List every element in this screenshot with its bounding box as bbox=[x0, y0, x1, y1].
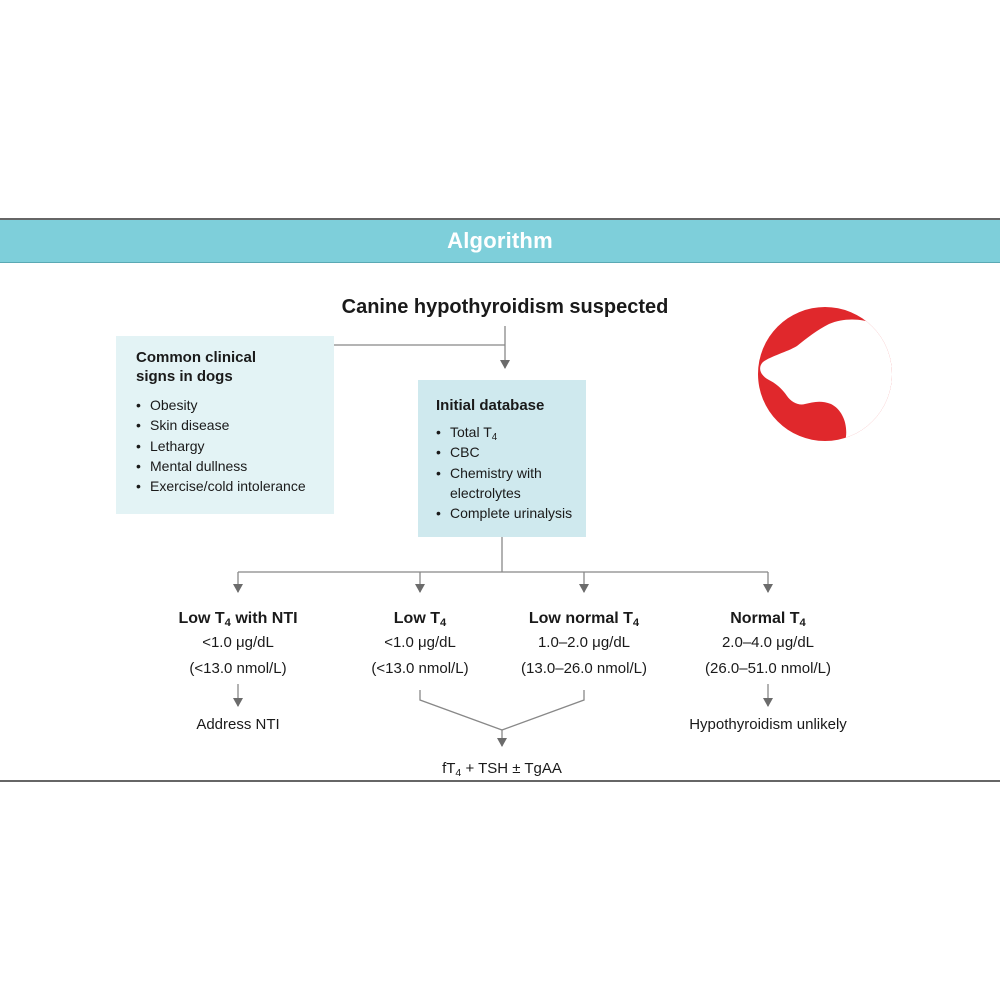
final-text-rest: + TSH ± TgAA bbox=[461, 760, 562, 777]
level-range-nmol: (26.0–51.0 nmol/L) bbox=[705, 660, 831, 677]
level-range-ug: 2.0–4.0 μg/dL bbox=[721, 634, 815, 651]
main-title: Canine hypothyroidism suspected bbox=[341, 296, 669, 318]
item-text-continued: electrolytes bbox=[450, 484, 521, 501]
final-subscript: 4 bbox=[455, 767, 462, 779]
level-title-low-normal-t4: Low normal T4 bbox=[528, 610, 640, 629]
level-range-ug: <1.0 μg/dL bbox=[384, 634, 456, 651]
algorithm-frame bbox=[0, 218, 1000, 782]
initial-database-title: Initial database bbox=[436, 397, 545, 414]
item-subscript: 4 bbox=[491, 432, 498, 443]
item-text: Chemistry with bbox=[450, 464, 542, 481]
list-item: Chemistry with electrolytes bbox=[436, 463, 572, 504]
item-text: CBC bbox=[450, 444, 480, 461]
list-item: Skin disease bbox=[136, 415, 306, 436]
list-item: Obesity bbox=[136, 395, 306, 416]
list-item: Complete urinalysis bbox=[436, 503, 573, 524]
level-title-text: Low T bbox=[393, 610, 440, 627]
level-title-text: Normal T bbox=[730, 610, 800, 627]
final-test-panel: fT4 + TSH ± TgAA bbox=[442, 760, 562, 779]
final-text: fT bbox=[442, 760, 456, 777]
level-title-text: Low T bbox=[178, 610, 225, 627]
clinical-signs-box: Common clinical signs in dogs Obesity Sk… bbox=[116, 336, 334, 514]
clinical-signs-title-line2: signs in dogs bbox=[136, 368, 233, 385]
header-bar bbox=[0, 220, 1000, 263]
item-text: Complete urinalysis bbox=[450, 505, 573, 522]
level-title-suffix: with NTI bbox=[230, 610, 298, 627]
clinical-signs-title-line1: Common clinical bbox=[136, 349, 257, 366]
level-range-nmol: (13.0–26.0 nmol/L) bbox=[521, 660, 647, 677]
initial-database-list: Total T4 CBC Chemistry withelectrolytes … bbox=[436, 422, 573, 524]
level-range-nmol: (<13.0 nmol/L) bbox=[371, 660, 469, 677]
clinical-signs-title: Common clinical signs in dogs bbox=[136, 348, 256, 386]
initial-database-box: Initial database Total T4 CBC Chemistry … bbox=[418, 380, 586, 537]
level-range-ug: <1.0 μg/dL bbox=[202, 634, 274, 651]
level-title-low-t4: Low T4 bbox=[393, 610, 447, 629]
level-range-ug: 1.0–2.0 μg/dL bbox=[537, 634, 631, 651]
level-title-text: Low normal T bbox=[528, 610, 633, 627]
list-item: Total T4 bbox=[436, 422, 572, 443]
outcome-hypothyroidism-unlikely: Hypothyroidism unlikely bbox=[689, 716, 847, 733]
dog-head-logo-icon bbox=[758, 307, 892, 441]
list-item: Exercise/cold intolerance bbox=[136, 476, 306, 497]
clinical-signs-list: Obesity Skin disease Lethargy Mental dul… bbox=[136, 395, 306, 497]
list-item: Lethargy bbox=[136, 436, 306, 457]
level-title-subscript: 4 bbox=[799, 617, 806, 629]
outcome-address-nti: Address NTI bbox=[196, 716, 280, 733]
level-title-subscript: 4 bbox=[439, 617, 447, 629]
list-item: Mental dullness bbox=[136, 456, 306, 477]
list-item: CBC bbox=[436, 442, 572, 463]
level-title-subscript: 4 bbox=[224, 617, 231, 629]
level-title-low-t4-nti: Low T4 with NTI bbox=[178, 610, 298, 629]
level-title-subscript: 4 bbox=[632, 617, 640, 629]
header-title: Algorithm bbox=[447, 228, 553, 253]
level-title-normal-t4: Normal T4 bbox=[730, 610, 806, 629]
level-range-nmol: (<13.0 nmol/L) bbox=[189, 660, 287, 677]
item-text: Total T bbox=[450, 424, 492, 440]
merge-left bbox=[419, 690, 503, 731]
merge-right bbox=[501, 690, 585, 731]
